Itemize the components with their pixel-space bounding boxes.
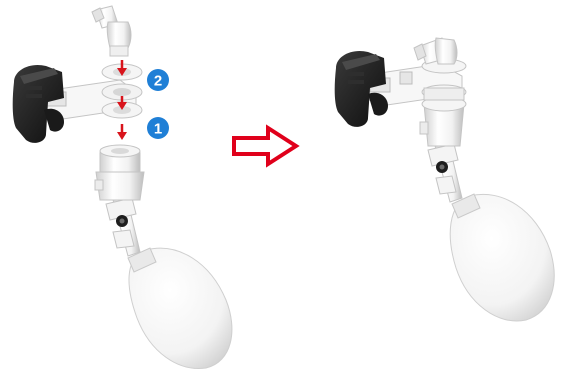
exploded-float-valve: 2 1 bbox=[13, 6, 232, 369]
step-badge-1: 1 bbox=[147, 117, 169, 139]
float-ball-right bbox=[450, 194, 554, 321]
assembled-float-valve bbox=[335, 38, 554, 321]
step-badge-2: 2 bbox=[147, 69, 169, 91]
step-badge-1-label: 1 bbox=[154, 121, 162, 138]
float-arm-right bbox=[428, 140, 462, 202]
float-arm-left bbox=[106, 194, 140, 256]
elbow-fitting-left bbox=[92, 6, 131, 56]
valve-body-right bbox=[420, 97, 466, 146]
right-arrow-outline-icon bbox=[234, 128, 296, 164]
valve-body-left bbox=[95, 145, 144, 200]
step-badge-2-label: 2 bbox=[154, 73, 162, 90]
elbow-fitting-right bbox=[414, 38, 457, 64]
down-arrow-3-icon bbox=[117, 132, 127, 140]
float-ball-left bbox=[128, 248, 232, 369]
